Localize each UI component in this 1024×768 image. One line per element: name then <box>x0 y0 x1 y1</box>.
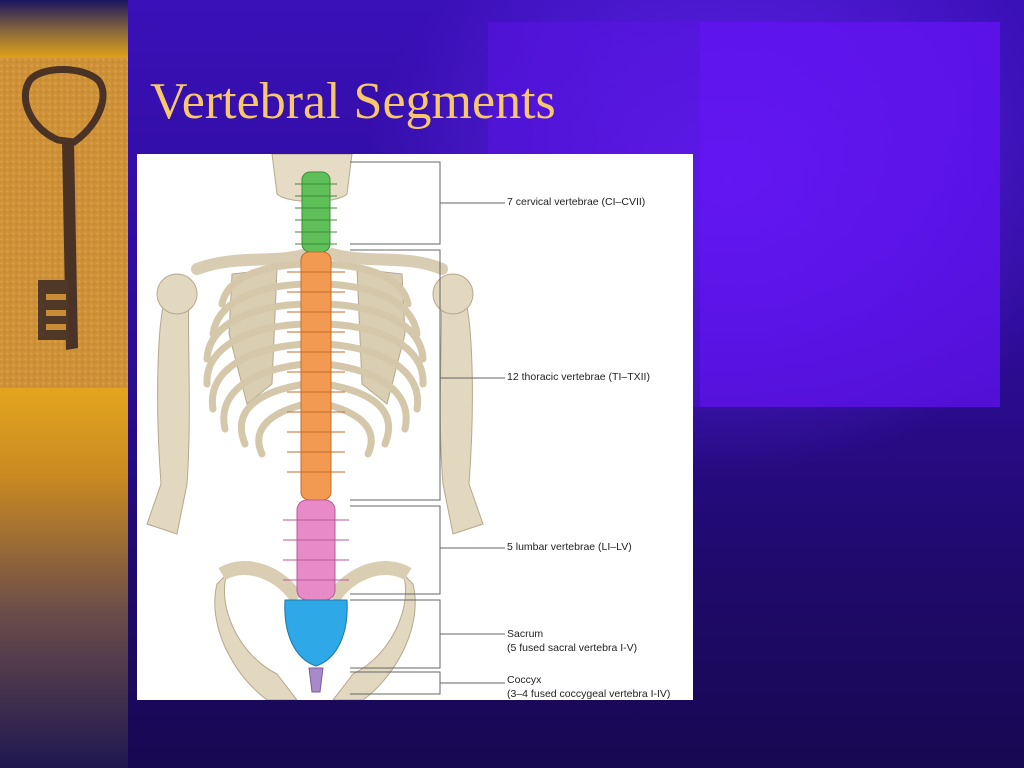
thoracic-vertebrae <box>287 251 345 501</box>
sacrum-label: Sacrum <box>507 628 544 640</box>
antique-key-icon <box>0 58 128 388</box>
leader-lines <box>350 161 505 695</box>
slide-title: Vertebral Segments <box>150 73 556 130</box>
thoracic-label: 12 thoracic vertebrae (TI–TXII) <box>507 371 650 383</box>
sacrum <box>284 599 348 667</box>
vertebral-column-figure: 7 cervical vertebrae (CI–CVII) 12 thorac… <box>137 154 693 700</box>
background-panel-highlight <box>700 22 1000 407</box>
cervical-vertebrae <box>295 171 337 253</box>
sacrum-sublabel: (5 fused sacral vertebra I-V) <box>507 642 638 654</box>
cervical-label: 7 cervical vertebrae (CI–CVII) <box>507 196 646 208</box>
skeleton-illustration <box>146 154 505 700</box>
coccyx-label: Coccyx <box>507 674 542 686</box>
lumbar-label: 5 lumbar vertebrae (LI–LV) <box>507 541 632 553</box>
coccyx <box>308 667 324 693</box>
left-sidebar-top <box>0 0 128 58</box>
coccyx-sublabel: (3–4 fused coccygeal vertebra I-IV) <box>507 688 671 700</box>
